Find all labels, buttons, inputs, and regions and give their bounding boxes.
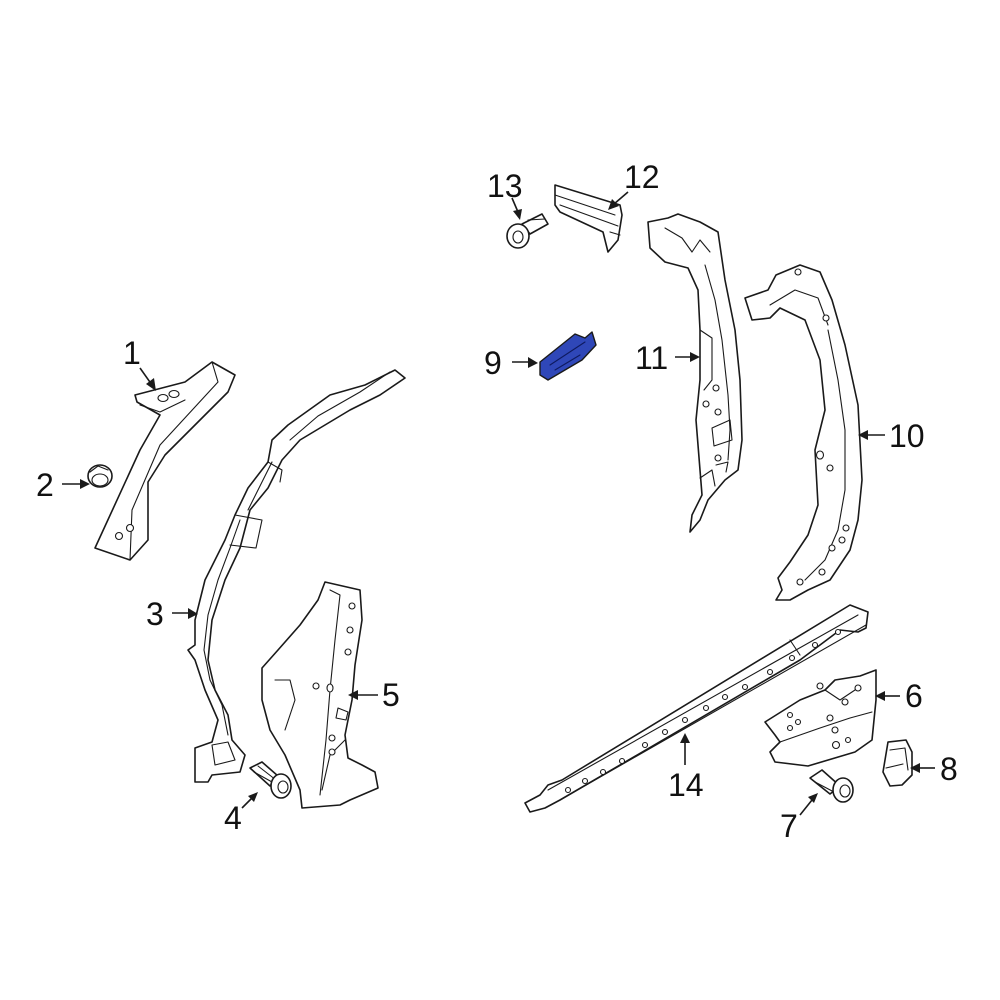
part-8-retainer-clip[interactable] bbox=[882, 739, 913, 787]
callout-5[interactable]: 5 bbox=[382, 677, 400, 713]
callout-2[interactable]: 2 bbox=[36, 467, 54, 503]
part-10-b-pillar-outer[interactable] bbox=[744, 264, 863, 601]
callout-leaders bbox=[62, 191, 935, 816]
part-3-pillar-reinforcement[interactable] bbox=[187, 369, 406, 783]
part-4-bolt[interactable] bbox=[249, 761, 292, 799]
callout-4[interactable]: 4 bbox=[224, 800, 242, 836]
callout-10[interactable]: 10 bbox=[889, 418, 925, 454]
part-6-rocker-bracket[interactable] bbox=[764, 669, 877, 767]
callout-3[interactable]: 3 bbox=[146, 596, 164, 632]
part-14-rocker-panel[interactable] bbox=[524, 604, 869, 813]
callout-14[interactable]: 14 bbox=[668, 767, 704, 803]
callout-9[interactable]: 9 bbox=[484, 345, 502, 381]
part-2-clip-nut[interactable] bbox=[87, 464, 113, 488]
part-13-bolt[interactable] bbox=[506, 213, 549, 249]
part-11-b-pillar-reinforcement[interactable] bbox=[647, 213, 743, 533]
callout-1[interactable]: 1 bbox=[123, 335, 141, 371]
part-1-pillar-bracket[interactable] bbox=[94, 361, 236, 561]
callout-7[interactable]: 7 bbox=[780, 808, 798, 844]
part-9-bracket-highlighted[interactable] bbox=[539, 331, 597, 381]
part-7-bolt[interactable] bbox=[809, 769, 854, 803]
callout-13[interactable]: 13 bbox=[487, 168, 523, 204]
part-5-hinge-pillar[interactable] bbox=[261, 581, 379, 809]
callout-11[interactable]: 11 bbox=[635, 340, 668, 376]
callout-labels: 1 2 3 4 5 6 7 8 9 10 11 12 13 14 bbox=[36, 159, 958, 844]
callout-12[interactable]: 12 bbox=[624, 159, 660, 195]
part-12-bracket-strip[interactable] bbox=[554, 184, 623, 253]
callout-8[interactable]: 8 bbox=[940, 751, 958, 787]
callout-6[interactable]: 6 bbox=[905, 678, 923, 714]
